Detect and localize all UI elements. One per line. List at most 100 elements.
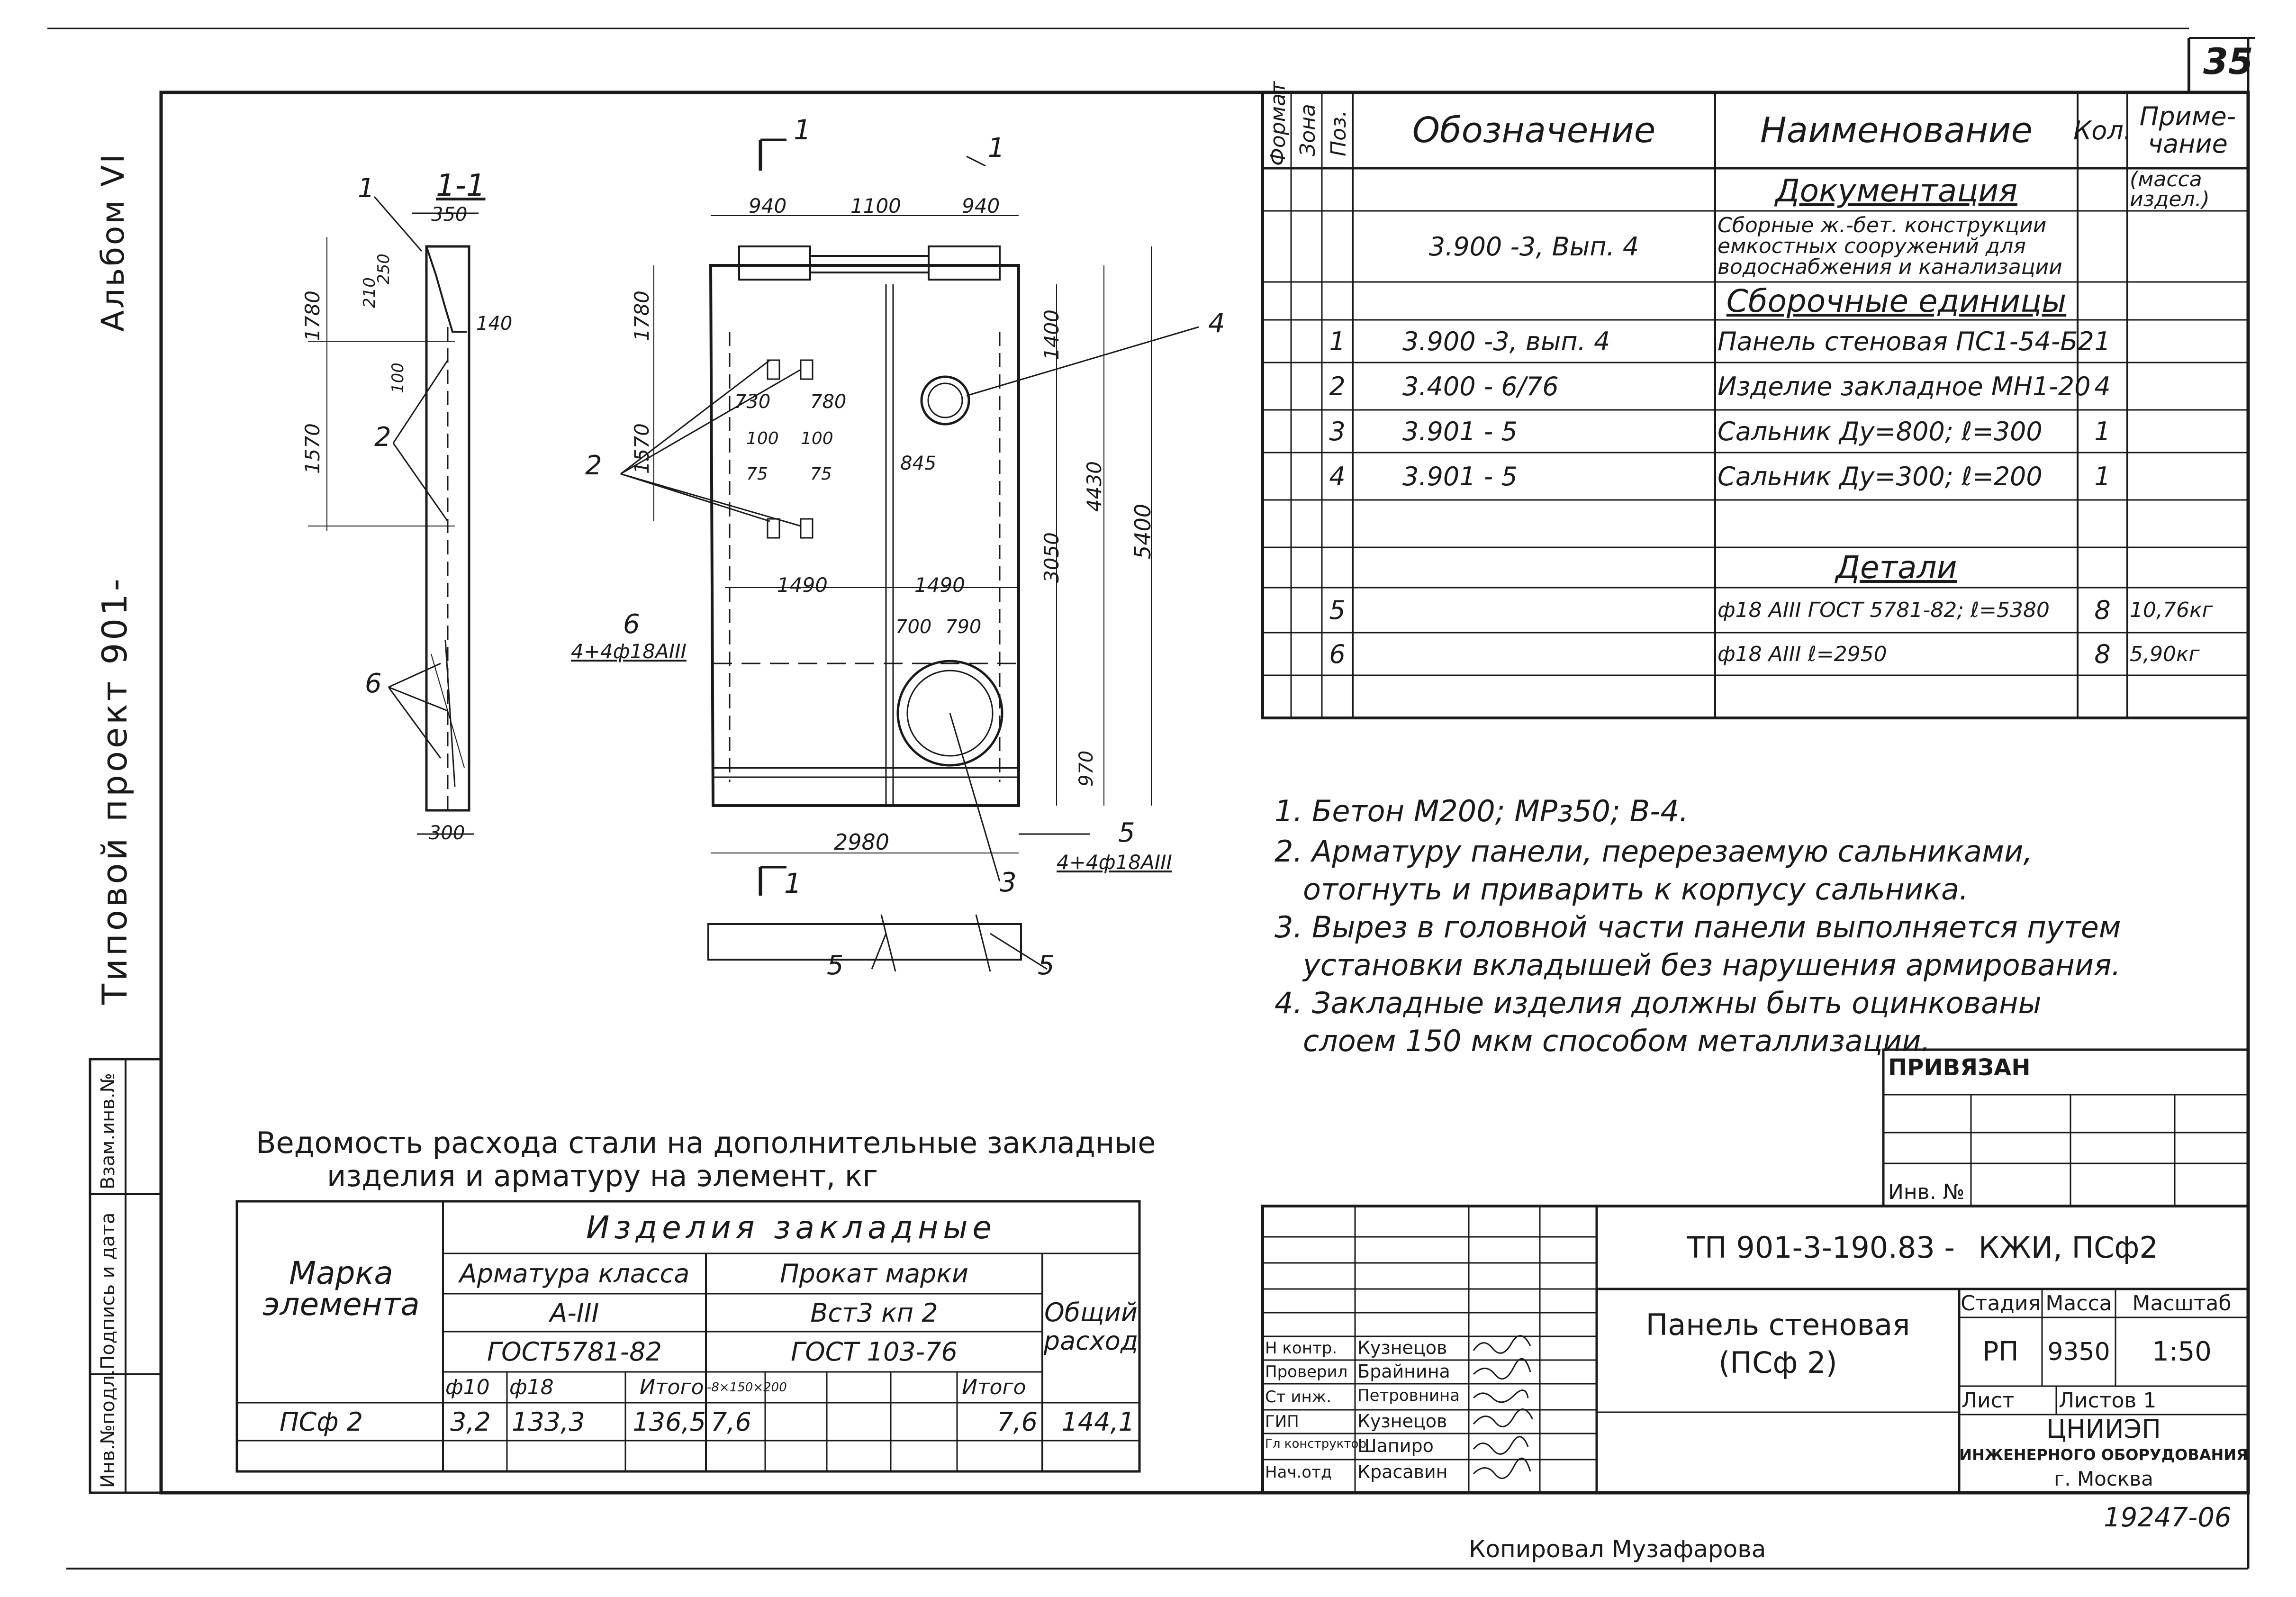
spec-row-9-note: 10,76кг xyxy=(2130,598,2213,622)
leader-5-bottom-left: 5 xyxy=(827,950,844,981)
leader-5-panel: 5 xyxy=(1118,817,1135,848)
leader-1-sec: 1 xyxy=(358,173,375,204)
spec-header-qty: Кол. xyxy=(2073,115,2132,145)
dim-700: 700 xyxy=(895,616,932,638)
steel-title-1: Ведомость расхода стали на дополнительны… xyxy=(256,1125,1156,1160)
spec-note-sub: (масса издел.) xyxy=(2130,167,2210,211)
dim-1490-right: 1490 xyxy=(914,573,965,597)
steel-row-itogo2: 7,6 xyxy=(997,1406,1038,1437)
bars-5: 4+4ф18АIII xyxy=(1057,851,1172,874)
spec-row-6-pos: 4 xyxy=(1329,461,1346,491)
person-n-kontr: Кузнецов xyxy=(1357,1337,1447,1358)
sheets-label-text: Листов xyxy=(2059,1388,2137,1413)
drawing-title-2: (ПСф 2) xyxy=(1718,1345,1837,1380)
dim-780: 780 xyxy=(810,391,847,413)
role-n-kontr: Н контр. xyxy=(1265,1339,1338,1358)
dim-3050: 3050 xyxy=(1040,532,1063,583)
role-gl-konstr: Гл конструктор xyxy=(1265,1437,1366,1451)
spec-row-4-name: Изделие закладное МН1-20 xyxy=(1717,371,2091,401)
stage-value: РП xyxy=(1982,1336,2019,1367)
privyazan-label: ПРИВЯЗАН xyxy=(1888,1054,2031,1081)
dim-140: 140 xyxy=(476,313,513,335)
dim-790: 790 xyxy=(945,616,982,638)
spec-row-3-designation: 3.900 -3, вып. 4 xyxy=(1402,326,1610,356)
steel-h-prokat-gost: ГОСТ 103-76 xyxy=(791,1337,958,1367)
role-proveril: Проверил xyxy=(1265,1362,1348,1381)
dim-75-a: 75 xyxy=(746,464,768,484)
steel-h-arm: Арматура класса xyxy=(459,1259,690,1288)
dim-1780-sec: 1780 xyxy=(301,290,324,341)
dim-75-b: 75 xyxy=(810,464,832,484)
spec-row-6-designation: 3.901 - 5 xyxy=(1402,461,1518,491)
steel-h-arm-class: А-III xyxy=(550,1298,599,1328)
dim-1780-panel: 1780 xyxy=(630,290,653,341)
spec-row-3-name: Панель стеновая ПС1-54-Б2 xyxy=(1717,326,2094,356)
drawing-title-1: Панель стеновая xyxy=(1645,1307,1910,1342)
leader-6-panel: 6 xyxy=(623,609,640,640)
dim-1400: 1400 xyxy=(1040,309,1063,360)
left-strip-inv: Инв.№подл. xyxy=(97,1369,119,1488)
left-strip-replace: Взам.инв.№ xyxy=(97,1072,119,1189)
stage-header: Стадия xyxy=(1961,1291,2041,1316)
spec-header-note: Приме- чание xyxy=(2139,101,2236,159)
steel-h-group: Изделия закладные xyxy=(586,1209,996,1246)
dim-845: 845 xyxy=(900,453,937,474)
dim-100-b: 100 xyxy=(801,429,833,448)
leader-1-panel: 1 xyxy=(988,133,1005,163)
drawing-code: ТП 901-3-190.83 - КЖИ, ПСф2 xyxy=(1597,1206,2248,1289)
spec-row-4-qty: 4 xyxy=(2094,371,2111,401)
spec-row-6-qty: 1 xyxy=(2094,461,2111,491)
spec-row-asm-section: Сборочные единицы xyxy=(1726,282,2067,319)
note-2-cont: отогнуть и приварить к корпусу сальника. xyxy=(1303,872,1969,907)
drawing-code-suffix: КЖИ, ПСф2 xyxy=(1978,1230,2158,1265)
spec-header-name: Наименование xyxy=(1760,110,2033,151)
steel-h-f18: ф18 xyxy=(509,1375,554,1399)
steel-h-arm-gost: ГОСТ5781-82 xyxy=(487,1337,662,1367)
dim-1570-panel: 1570 xyxy=(630,423,653,474)
dim-350: 350 xyxy=(431,204,468,226)
spec-row-9-name: ф18 АIII ГОСТ 5781-82; ℓ=5380 xyxy=(1717,598,2050,622)
steel-row-mark: ПСф 2 xyxy=(280,1406,363,1437)
spec-row-6-name: Сальник Ду=300; ℓ=200 xyxy=(1717,461,2043,491)
steel-h-f10: ф10 xyxy=(445,1375,490,1399)
spec-header-pos: Поз. xyxy=(1327,110,1351,156)
person-gl-konstr: Шапиро xyxy=(1357,1435,1434,1456)
dim-940-right: 940 xyxy=(962,194,1000,218)
scale-header: Масштаб xyxy=(2132,1291,2232,1316)
sheet-label: Лист xyxy=(1962,1388,2015,1413)
spec-row-5-qty: 1 xyxy=(2094,416,2111,446)
inv-number: 19247-06 xyxy=(2104,1502,2232,1533)
dim-100-a: 100 xyxy=(746,429,779,448)
org-city: г. Москва xyxy=(2054,1467,2153,1490)
mass-header: Масса xyxy=(2045,1291,2112,1316)
spec-row-1-designation: 3.900 -3, Вып. 4 xyxy=(1428,231,1639,262)
album-label: Альбом VI xyxy=(95,152,131,332)
dim-1570-sec: 1570 xyxy=(301,423,324,474)
note-3-cont: установки вкладышей без нарушения армиро… xyxy=(1303,948,2121,982)
copied-by: Копировал Музафарова xyxy=(1469,1535,1766,1563)
spec-row-1-name: Сборные ж.-бет. конструкции емкостных со… xyxy=(1717,213,2062,279)
person-gip: Кузнецов xyxy=(1357,1411,1447,1432)
spec-row-3-pos: 1 xyxy=(1329,326,1346,356)
role-gip: ГИП xyxy=(1265,1412,1299,1431)
note-2: 2. Арматуру панели, перерезаемую сальник… xyxy=(1275,834,2033,869)
steel-title-2: изделия и арматуру на элемент, кг xyxy=(327,1159,878,1193)
dim-1490-left: 1490 xyxy=(777,573,828,597)
spec-row-10-qty: 8 xyxy=(2094,639,2111,669)
dim-5400: 5400 xyxy=(1130,503,1156,559)
spec-row-4-designation: 3.400 - 6/76 xyxy=(1402,371,1559,401)
spec-row-3-qty: 1 xyxy=(2094,326,2111,356)
steel-h-prokat: Прокат марки xyxy=(779,1259,969,1288)
left-strip-sign: Подпись и дата xyxy=(97,1212,119,1370)
sheets-label: Листов 1 xyxy=(2059,1386,2248,1415)
note-4-cont: слоем 150 мкм способом металлизации. xyxy=(1303,1024,1931,1058)
spec-header-designation: Обозначение xyxy=(1412,110,1656,151)
leader-4-panel: 4 xyxy=(1208,308,1225,339)
sheets-count: 1 xyxy=(2143,1388,2157,1413)
bars-6: 4+4ф18АIII xyxy=(571,640,687,663)
steel-row-itogo: 136,5 xyxy=(633,1406,706,1437)
steel-h-total: Общий расход xyxy=(1043,1298,1139,1356)
steel-h-strip: -8×150×200 xyxy=(707,1380,787,1395)
spec-header-zone: Зона xyxy=(1296,104,1320,156)
